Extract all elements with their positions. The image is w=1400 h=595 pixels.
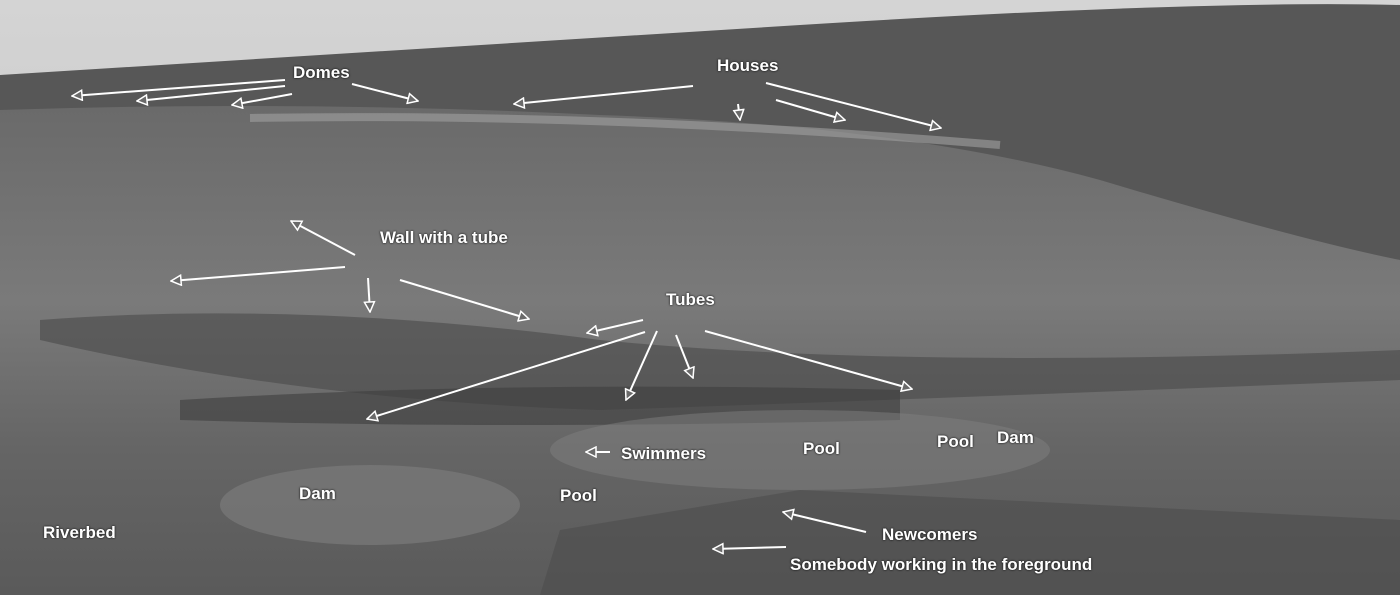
arrow (291, 220, 356, 256)
pool-area (550, 410, 1050, 490)
label-dam: Dam (997, 428, 1034, 447)
arrow (232, 93, 293, 105)
arrow (72, 79, 286, 96)
arrow (775, 99, 845, 120)
dark-ledge (40, 313, 1400, 410)
arrow (351, 83, 418, 101)
label-somebody: Somebody working in the foreground (790, 555, 1093, 574)
arrow (713, 547, 787, 549)
arrow (765, 82, 941, 128)
arrow (704, 330, 912, 389)
label-swimmers: Swimmers (621, 444, 707, 463)
label-riverbed: Riverbed (43, 523, 116, 542)
arrow (587, 319, 644, 333)
label-pool: Pool (937, 432, 974, 451)
arrow (626, 330, 658, 400)
label-domes: Domes (293, 63, 350, 82)
arrow (368, 277, 370, 312)
annotation-arrows (72, 79, 941, 549)
label-pool: Pool (803, 439, 840, 458)
foreground-rocks (540, 490, 1400, 595)
label-pool: Pool (560, 486, 597, 505)
pool-area (220, 465, 520, 545)
label-houses: Houses (717, 56, 779, 75)
label-wall: Wall with a tube (380, 228, 508, 247)
arrow (738, 103, 740, 120)
label-newcomers: Newcomers (882, 525, 978, 544)
arrow (514, 85, 694, 104)
ridge-highlight (249, 113, 1001, 149)
arrow (675, 334, 693, 378)
arrow (399, 279, 529, 319)
arrow (137, 85, 286, 101)
label-tubes: Tubes (666, 290, 715, 309)
arrow (171, 266, 346, 281)
label-dam: Dam (299, 484, 336, 503)
arrow (783, 512, 867, 533)
arrow (367, 331, 646, 419)
